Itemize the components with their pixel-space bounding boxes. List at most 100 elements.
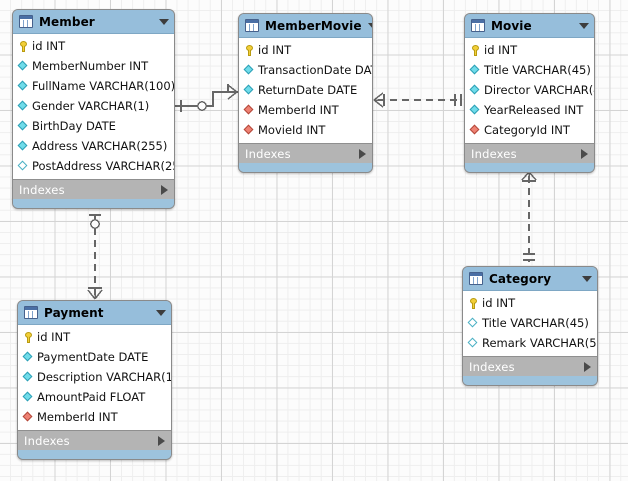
column-label: id INT — [258, 43, 292, 57]
column-row[interactable]: MovieId INT — [239, 120, 372, 140]
column-label: Gender VARCHAR(1) — [32, 99, 150, 113]
column-row[interactable]: Title VARCHAR(45) — [465, 60, 594, 80]
column-row[interactable]: Gender VARCHAR(1) — [13, 96, 174, 116]
table-name: Movie — [491, 18, 532, 33]
column-label: MemberNumber INT — [32, 59, 149, 73]
column-row[interactable]: CategoryId INT — [465, 120, 594, 140]
indexes-section-category[interactable]: Indexes — [463, 356, 597, 376]
table-footer-strip — [463, 376, 597, 385]
indexes-section-movie[interactable]: Indexes — [465, 143, 594, 163]
column-label: CategoryId INT — [484, 123, 570, 137]
nullable-diamond-icon — [467, 317, 479, 329]
table-name: Member — [39, 14, 95, 29]
indexes-section-member[interactable]: Indexes — [13, 179, 174, 199]
column-label: Director VARCHAR(45) — [484, 83, 594, 97]
column-row[interactable]: YearReleased INT — [465, 100, 594, 120]
table-icon — [24, 306, 38, 319]
chevron-down-icon[interactable] — [582, 275, 592, 282]
column-row[interactable]: id INT — [463, 293, 597, 313]
column-row[interactable]: BirthDay DATE — [13, 116, 174, 136]
table-header-membermovie[interactable]: MemberMovie — [239, 14, 372, 38]
table-header-movie[interactable]: Movie — [465, 14, 594, 38]
table-membermovie[interactable]: MemberMovie id INT TransactionDate DATE Ret… — [238, 13, 373, 173]
column-row[interactable]: FullName VARCHAR(100) — [13, 76, 174, 96]
column-label: YearReleased INT — [484, 103, 584, 117]
column-row[interactable]: Remark VARCHAR(500) — [463, 333, 597, 353]
table-member[interactable]: Member id INT MemberNumber INT FullName VAR… — [12, 9, 175, 209]
relationship-movie-category — [521, 171, 537, 262]
column-diamond-icon — [243, 64, 255, 76]
foreign-key-diamond-icon — [469, 124, 481, 136]
foreign-key-diamond-icon — [243, 104, 255, 116]
column-label: TransactionDate DATE — [258, 63, 373, 77]
table-name: Payment — [44, 305, 104, 320]
relationship-member-membermovie — [175, 84, 238, 112]
column-diamond-icon — [22, 391, 34, 403]
chevron-down-icon[interactable] — [156, 309, 166, 316]
column-diamond-icon — [17, 120, 29, 132]
table-footer-strip — [239, 163, 372, 172]
table-name: Category — [489, 271, 552, 286]
table-icon — [469, 272, 483, 285]
column-list: id INT TransactionDate DATE ReturnDate DAT… — [239, 38, 372, 143]
table-footer-strip — [13, 199, 174, 208]
column-list: id INT Title VARCHAR(45) Director VARCHAR(… — [465, 38, 594, 143]
column-label: Title VARCHAR(45) — [482, 316, 589, 330]
column-row[interactable]: AmountPaid FLOAT — [18, 387, 171, 407]
column-diamond-icon — [469, 64, 481, 76]
expand-arrow-icon[interactable] — [584, 361, 591, 372]
column-label: Title VARCHAR(45) — [484, 63, 591, 77]
chevron-down-icon[interactable] — [579, 22, 589, 29]
column-row[interactable]: id INT — [239, 40, 372, 60]
column-row[interactable]: TransactionDate DATE — [239, 60, 372, 80]
indexes-label: Indexes — [245, 146, 291, 161]
column-label: MemberId INT — [37, 410, 118, 424]
column-row[interactable]: Description VARCHAR(100) — [18, 367, 171, 387]
column-row[interactable]: MemberId INT — [18, 407, 171, 427]
column-row[interactable]: PaymentDate DATE — [18, 347, 171, 367]
foreign-key-diamond-icon — [243, 124, 255, 136]
expand-arrow-icon[interactable] — [581, 148, 588, 159]
column-diamond-icon — [22, 371, 34, 383]
column-label: MemberId INT — [258, 103, 339, 117]
column-label: Remark VARCHAR(500) — [482, 336, 597, 350]
foreign-key-diamond-icon — [22, 411, 34, 423]
primary-key-icon — [244, 44, 255, 57]
column-row[interactable]: Address VARCHAR(255) — [13, 136, 174, 156]
column-list: id INT Title VARCHAR(45) Remark VARCHAR(50… — [463, 291, 597, 356]
column-row[interactable]: Title VARCHAR(45) — [463, 313, 597, 333]
column-row[interactable]: id INT — [13, 36, 174, 56]
expand-arrow-icon[interactable] — [359, 148, 366, 159]
expand-arrow-icon[interactable] — [161, 184, 168, 195]
table-header-member[interactable]: Member — [13, 10, 174, 34]
relationship-member-payment — [87, 214, 103, 300]
column-diamond-icon — [22, 351, 34, 363]
column-row[interactable]: id INT — [18, 327, 171, 347]
table-header-payment[interactable]: Payment — [18, 301, 171, 325]
indexes-section-payment[interactable]: Indexes — [18, 430, 171, 450]
column-label: id INT — [37, 330, 71, 344]
column-row[interactable]: ReturnDate DATE — [239, 80, 372, 100]
column-row[interactable]: id INT — [465, 40, 594, 60]
indexes-label: Indexes — [24, 433, 70, 448]
expand-arrow-icon[interactable] — [158, 435, 165, 446]
column-diamond-icon — [17, 100, 29, 112]
column-row[interactable]: MemberId INT — [239, 100, 372, 120]
column-row[interactable]: MemberNumber INT — [13, 56, 174, 76]
chevron-down-icon[interactable] — [159, 18, 169, 25]
table-movie[interactable]: Movie id INT Title VARCHAR(45) Director VAR… — [464, 13, 595, 173]
column-diamond-icon — [243, 84, 255, 96]
column-row[interactable]: PostAddress VARCHAR(255) — [13, 156, 174, 176]
table-header-category[interactable]: Category — [463, 267, 597, 291]
column-row[interactable]: Director VARCHAR(45) — [465, 80, 594, 100]
chevron-down-icon[interactable] — [367, 22, 372, 29]
table-footer-strip — [465, 163, 594, 172]
column-diamond-icon — [469, 84, 481, 96]
table-category[interactable]: Category id INT Title VARCHAR(45) Remark VA… — [462, 266, 598, 386]
primary-key-icon — [470, 44, 481, 57]
indexes-section-membermovie[interactable]: Indexes — [239, 143, 372, 163]
column-label: MovieId INT — [258, 123, 326, 137]
